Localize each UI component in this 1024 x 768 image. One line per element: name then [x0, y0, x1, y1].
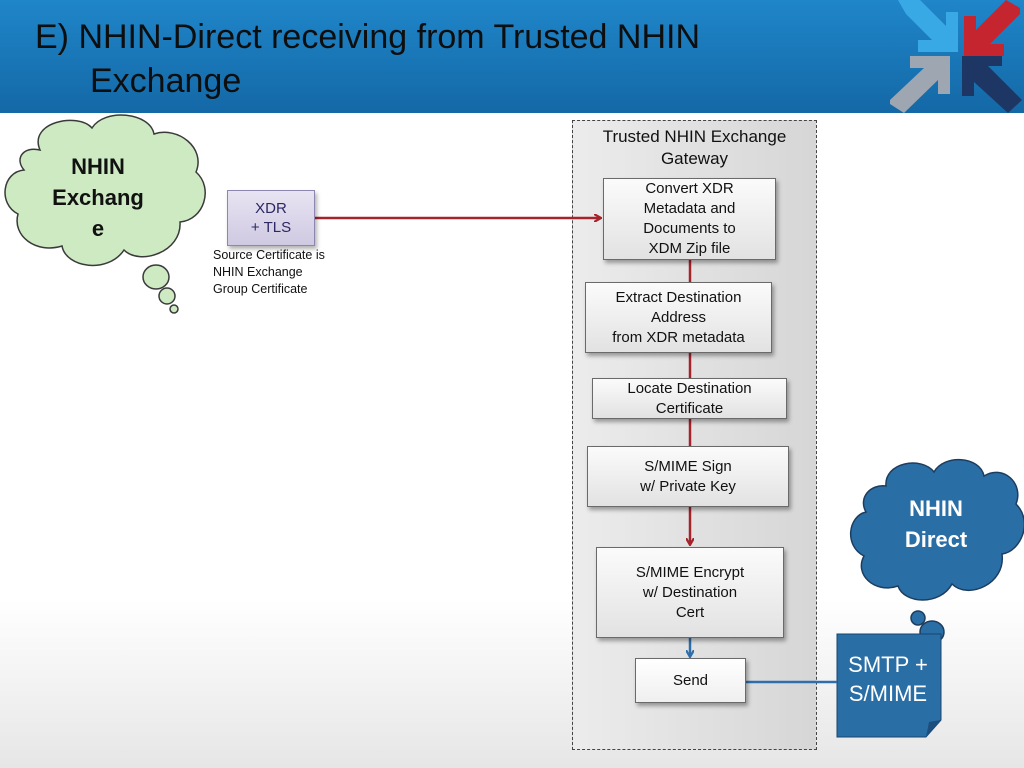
step-send: Send — [635, 658, 746, 703]
title-line-2: Exchange — [90, 62, 242, 100]
xdr-tls-box: XDR + TLS — [227, 190, 315, 246]
step-locate-certificate: Locate Destination Certificate — [592, 378, 787, 419]
smtp-smime-label: SMTP + S/MIME — [848, 652, 928, 706]
logo-arrows-icon — [890, 0, 1022, 113]
smtp-document-shape — [836, 633, 942, 738]
nhin-direct-cloud — [849, 458, 1024, 644]
nhin-exchange-label: NHIN Exchang e — [52, 154, 144, 241]
step-convert-xdr: Convert XDR Metadata and Documents to XD… — [603, 178, 776, 260]
step-smime-sign: S/MIME Sign w/ Private Key — [587, 446, 789, 507]
source-certificate-note: Source Certificate is NHIN Exchange Grou… — [213, 248, 325, 296]
nhin-direct-label: NHIN Direct — [904, 496, 968, 552]
step-extract-destination: Extract Destination Address from XDR met… — [585, 282, 772, 353]
gateway-title: Trusted NHIN Exchange Gateway — [602, 127, 787, 168]
step-smime-encrypt: S/MIME Encrypt w/ Destination Cert — [596, 547, 784, 638]
slide-header: E) NHIN-Direct receiving from Trusted NH… — [0, 0, 1024, 113]
title-line-1: E) NHIN-Direct receiving from Trusted NH… — [35, 18, 701, 56]
slide-title: E) NHIN-Direct receiving from Trusted NH… — [35, 15, 875, 103]
nhin-exchange-cloud — [4, 114, 206, 314]
